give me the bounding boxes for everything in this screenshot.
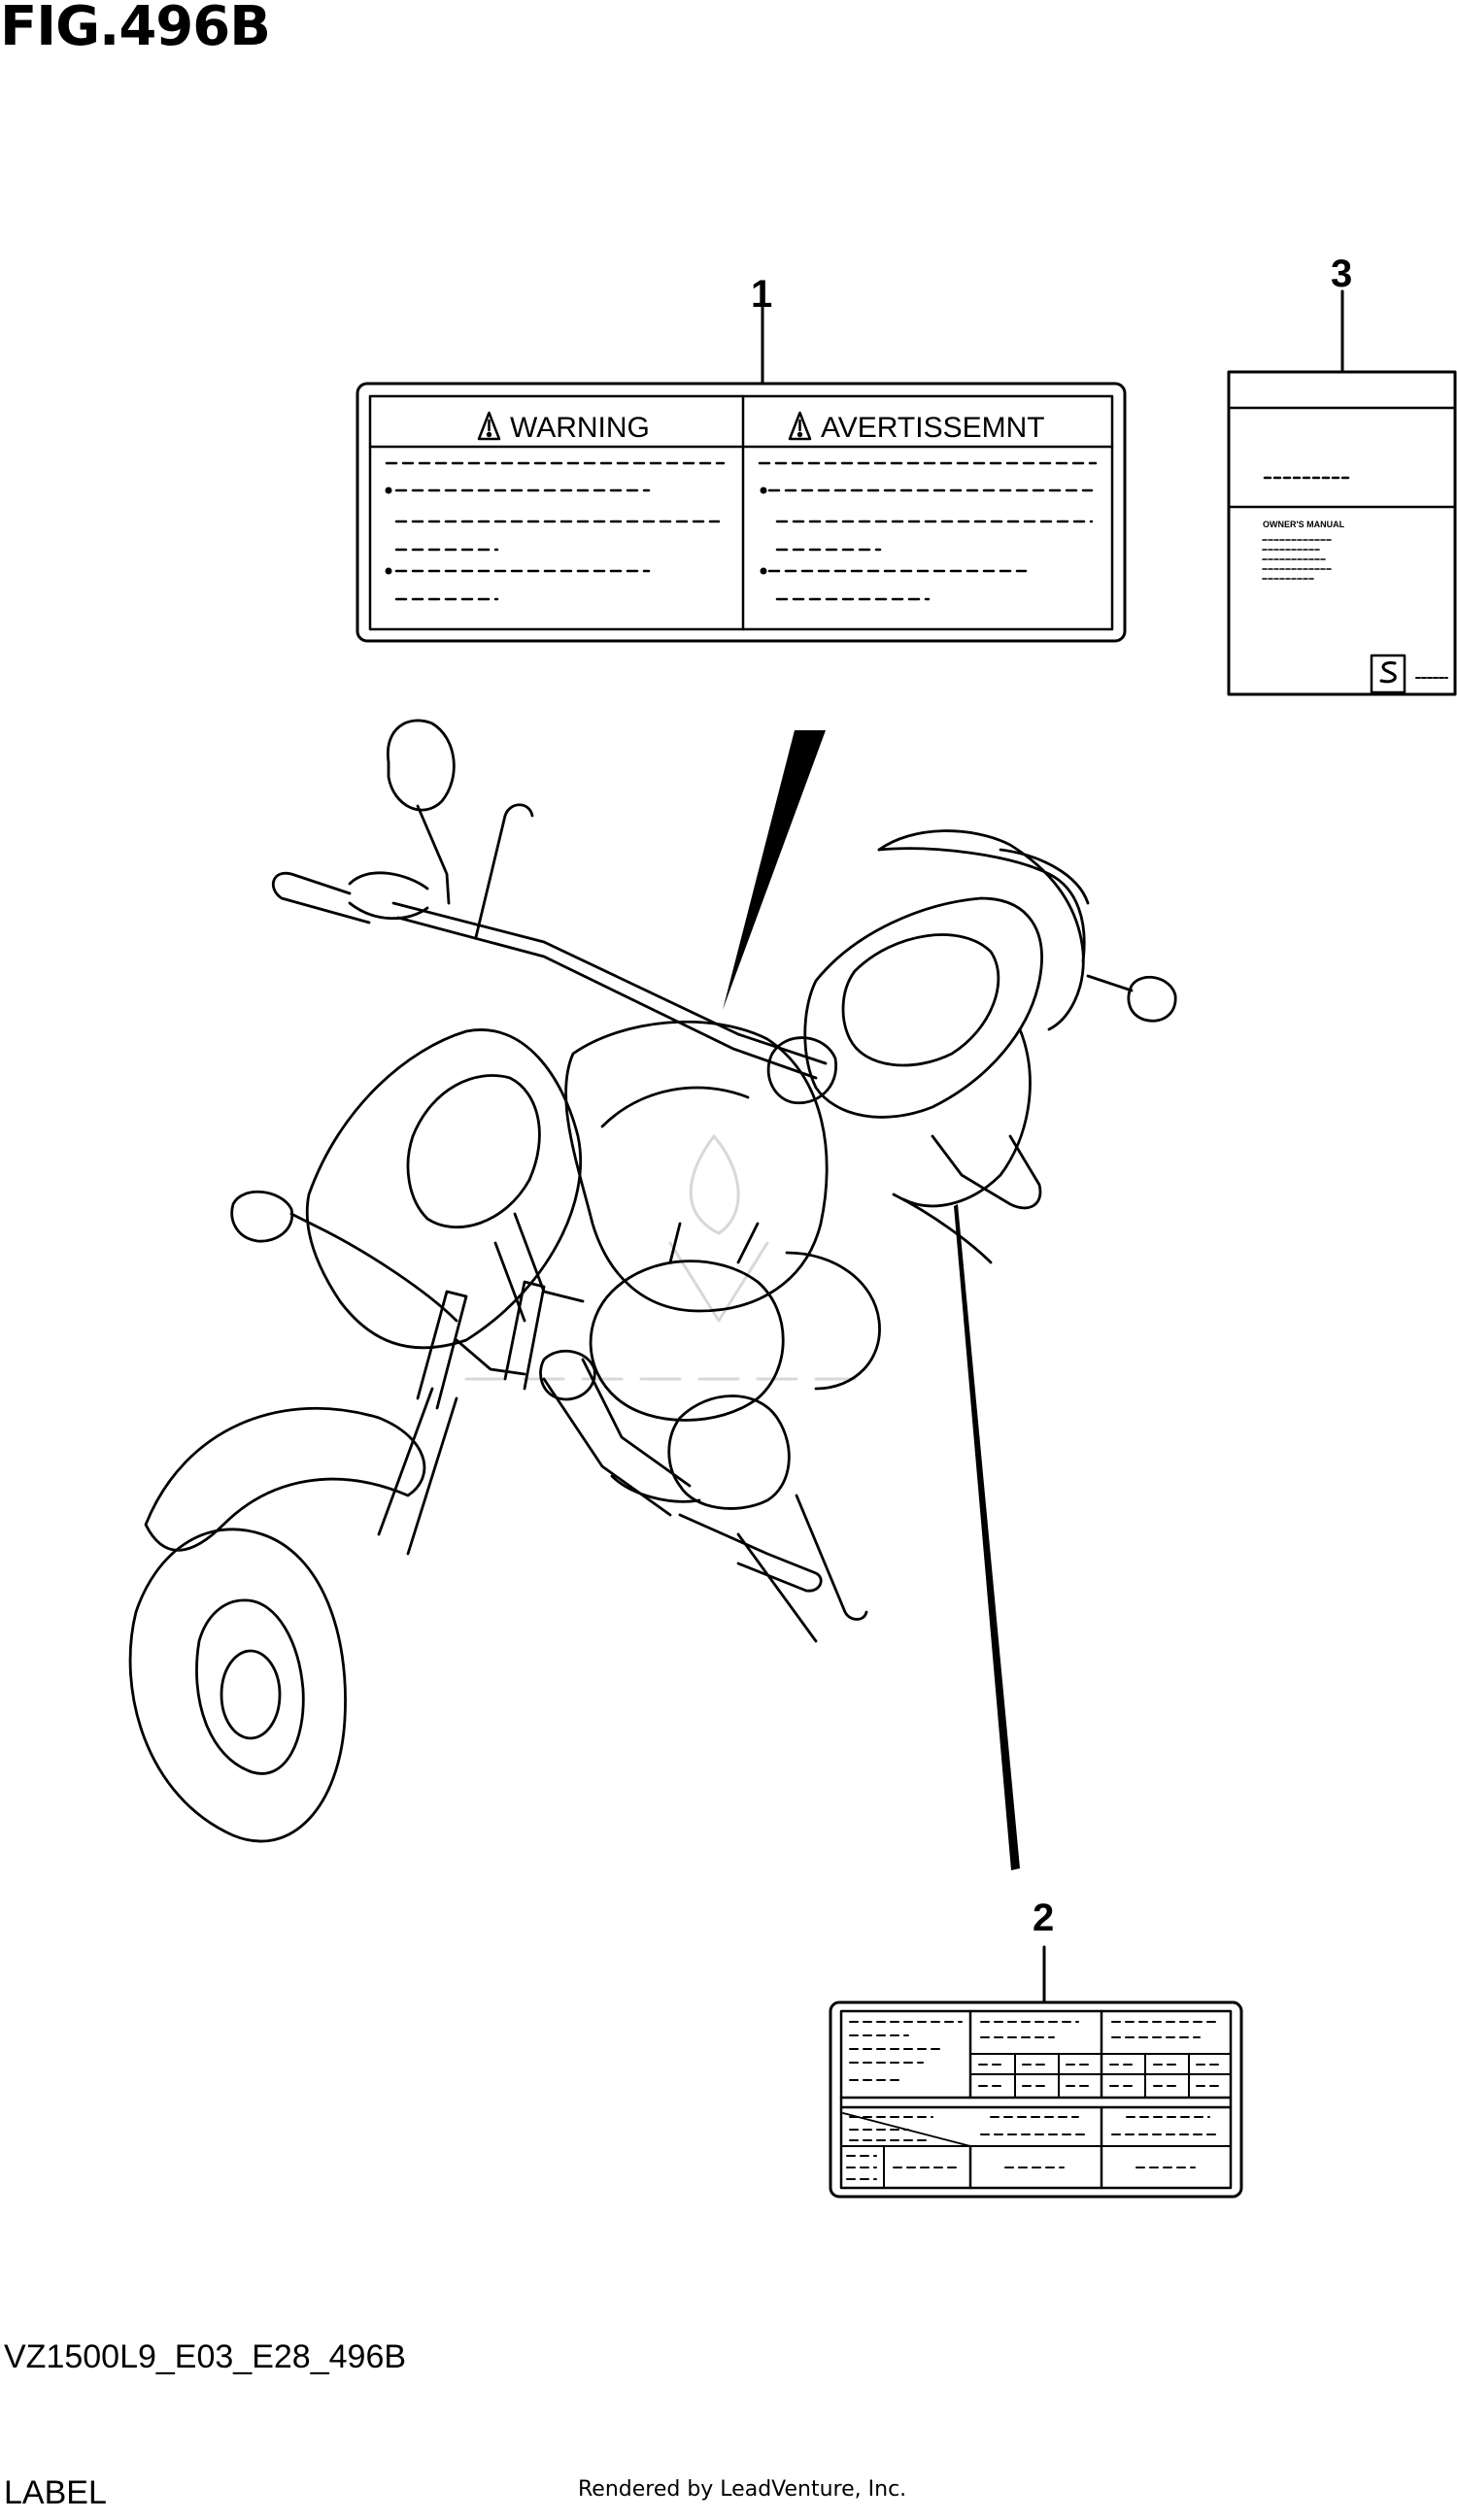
section-name: LABEL	[4, 2474, 107, 2511]
pointer-label-2	[954, 1204, 1020, 1870]
specification-label[interactable]	[829, 1945, 1243, 2199]
warning-triangle-icon	[788, 411, 812, 441]
brand-watermark	[464, 1134, 876, 1381]
model-code: VZ1500L9_E03_E28_496B	[4, 2338, 407, 2375]
motorcycle-illustration	[128, 719, 1177, 1843]
render-credit: Rendered by LeadVenture, Inc.	[578, 2477, 907, 2502]
placeholder-text-lines	[385, 461, 1098, 601]
owners-manual[interactable]: OWNER'S MANUAL	[1227, 289, 1457, 696]
figure-title: FIG.496B	[0, 0, 271, 58]
pointer-label-1	[723, 730, 826, 1010]
callout-number-1: 1	[751, 273, 773, 316]
owners-manual-text: OWNER'S MANUAL	[1263, 520, 1345, 529]
warning-heading: WARNING	[510, 412, 650, 444]
callout-number-2: 2	[1033, 1897, 1055, 1939]
avertissement-heading: AVERTISSEMNT	[821, 412, 1045, 444]
brand-s-logo-icon	[1379, 661, 1397, 684]
warning-label[interactable]: WARNING AVERTISSEMNT	[356, 289, 1127, 643]
callout-number-3: 3	[1331, 252, 1353, 295]
warning-triangle-icon	[477, 411, 501, 441]
